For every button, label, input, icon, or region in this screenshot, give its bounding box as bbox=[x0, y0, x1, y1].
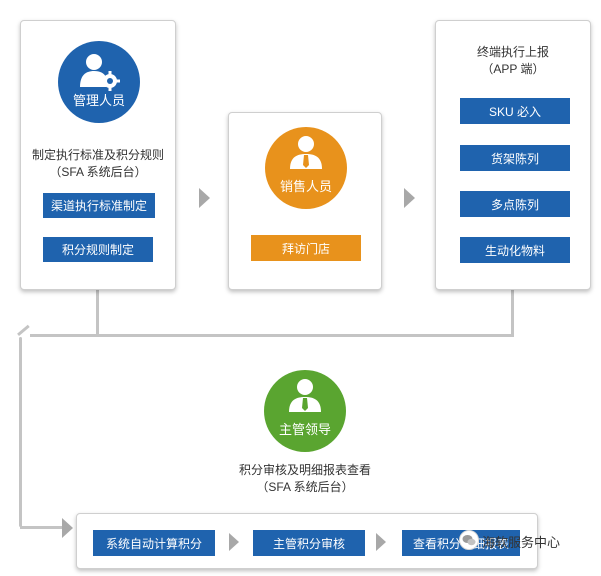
sku-button[interactable]: SKU 必入 bbox=[460, 98, 570, 124]
terminal-title-line2: （APP 端） bbox=[481, 62, 545, 76]
flow-arrow bbox=[376, 533, 386, 551]
connector-line bbox=[19, 337, 22, 527]
supervisor-title-line2: （SFA 系统后台） bbox=[256, 480, 354, 494]
sales-card: 销售人员 拜访门店 bbox=[228, 112, 382, 290]
connector-line bbox=[96, 290, 99, 336]
supervisor-role-label: 主管领导 bbox=[278, 422, 331, 437]
manager-title-line1: 制定执行标准及积分规则 bbox=[31, 148, 164, 162]
supervisor-tie-icon bbox=[289, 379, 321, 412]
flow-arrow bbox=[229, 533, 239, 551]
flow-arrow bbox=[404, 188, 415, 208]
connector-line bbox=[17, 324, 30, 336]
shelf-display-button[interactable]: 货架陈列 bbox=[460, 145, 570, 171]
manager-card: 管理人员 制定执行标准及积分规则 （SFA 系统后台） 渠道执行标准制定 积分规… bbox=[20, 20, 176, 290]
visit-store-button[interactable]: 拜访门店 bbox=[251, 235, 361, 261]
manager-avatar: 管理人员 bbox=[58, 41, 140, 123]
salesperson-tie-icon bbox=[290, 136, 322, 169]
auto-calc-button[interactable]: 系统自动计算积分 bbox=[93, 530, 215, 556]
wechat-icon bbox=[459, 530, 479, 550]
manager-role-label: 管理人员 bbox=[72, 93, 125, 108]
connector-line bbox=[511, 290, 514, 336]
multi-display-button[interactable]: 多点陈列 bbox=[460, 191, 570, 217]
connector-arrow bbox=[62, 518, 73, 538]
supervisor-review-button[interactable]: 主管积分审核 bbox=[253, 530, 365, 556]
pos-material-button[interactable]: 生动化物料 bbox=[460, 237, 570, 263]
terminal-title: 终端执行上报 （APP 端） bbox=[436, 44, 590, 78]
connector-line bbox=[20, 526, 64, 529]
points-rule-button[interactable]: 积分规则制定 bbox=[43, 237, 153, 262]
channel-standard-button[interactable]: 渠道执行标准制定 bbox=[43, 193, 155, 218]
manager-title-line2: （SFA 系统后台） bbox=[49, 165, 147, 179]
sales-role-label: 销售人员 bbox=[279, 179, 332, 194]
flow-arrow bbox=[199, 188, 210, 208]
terminal-card: 终端执行上报 （APP 端） SKU 必入 货架陈列 多点陈列 生动化物料 bbox=[435, 20, 591, 290]
sales-avatar: 销售人员 bbox=[265, 127, 347, 209]
supervisor-avatar: 主管领导 bbox=[264, 370, 346, 452]
terminal-title-line1: 终端执行上报 bbox=[476, 45, 549, 59]
connector-line bbox=[30, 334, 514, 337]
supervisor-title-line1: 积分审核及明细报表查看 bbox=[238, 463, 371, 477]
supervisor-title: 积分审核及明细报表查看 （SFA 系统后台） bbox=[205, 462, 405, 496]
manager-gear-icon bbox=[80, 54, 120, 91]
manager-title: 制定执行标准及积分规则 （SFA 系统后台） bbox=[21, 147, 175, 181]
watermark-text: 海软服务中心 bbox=[482, 535, 561, 550]
